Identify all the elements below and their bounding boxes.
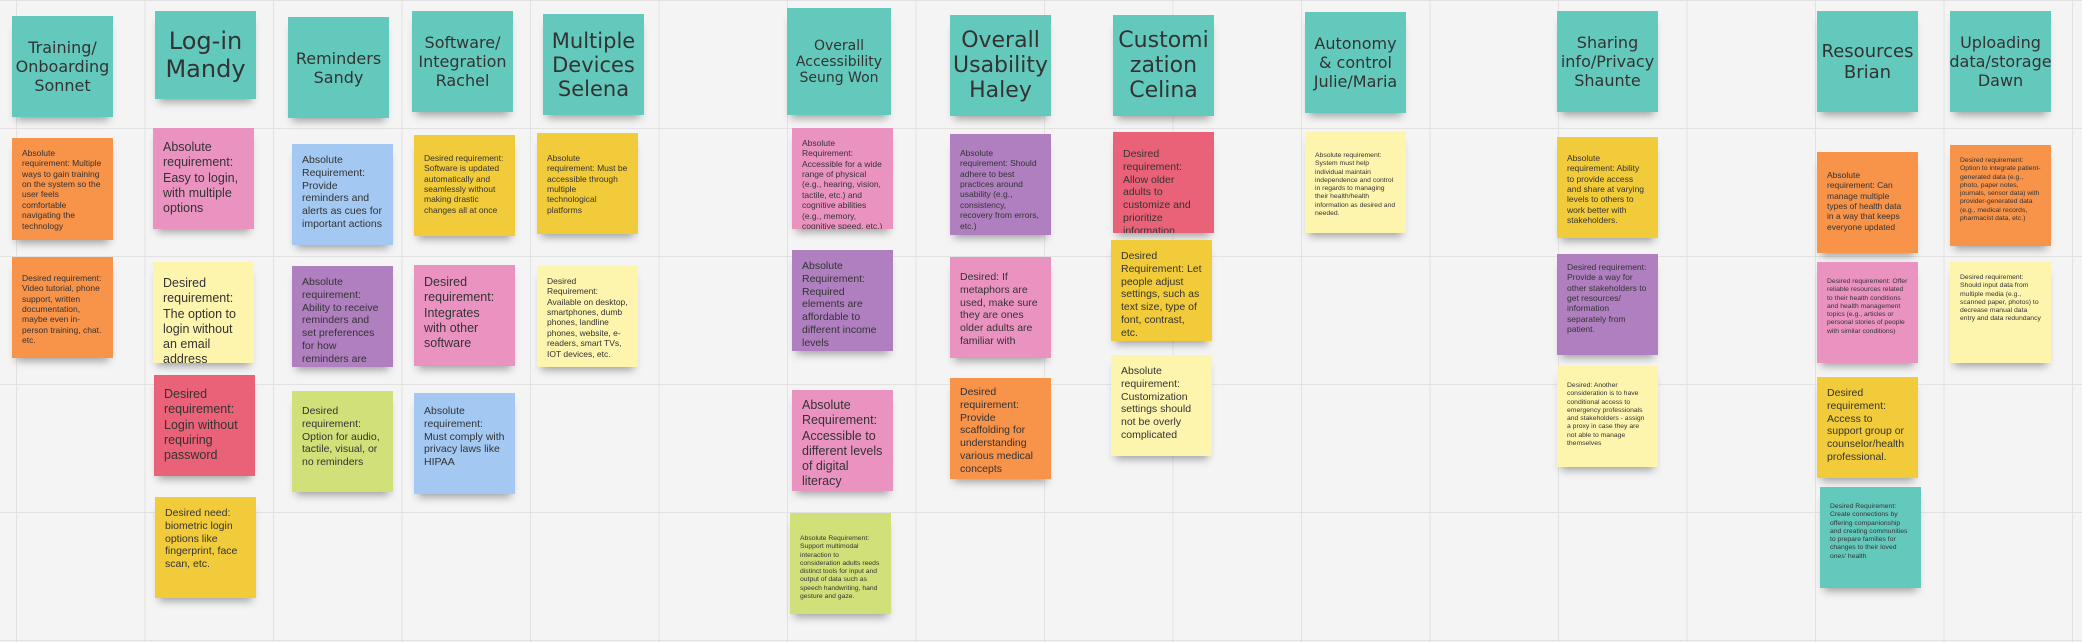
header-label: Customi zation Celina <box>1118 28 1209 103</box>
note-customization-3[interactable]: Absolute requirement: Customization sett… <box>1111 355 1212 456</box>
note-resources-2[interactable]: Desired requirement: Offer reliable reso… <box>1817 262 1918 363</box>
note-login-4[interactable]: Desired need: biometric login options li… <box>155 497 256 598</box>
note-customization-2[interactable]: Desired Requirement: Let people adjust s… <box>1111 240 1212 341</box>
note-uploading-1[interactable]: Desired requirement: Option to integrate… <box>1950 145 2051 246</box>
header-label: Log-in Mandy <box>165 27 246 83</box>
header-label: Autonomy & control Julie/Maria <box>1313 34 1398 91</box>
note-reminders-2[interactable]: Absolute requirement: Ability to receive… <box>292 266 393 367</box>
note-resources-1[interactable]: Absolute requirement: Can manage multipl… <box>1817 152 1918 253</box>
header-uploading-storage[interactable]: Uploading data/storage Dawn <box>1950 11 2051 112</box>
header-reminders[interactable]: Reminders Sandy <box>288 17 389 118</box>
header-overall-accessibility[interactable]: Overall Accessibility Seung Won <box>787 8 891 115</box>
note-accessibility-4[interactable]: Absolute Requirement: Support multimodal… <box>790 513 891 614</box>
note-sharing-2[interactable]: Desired requirement: Provide a way for o… <box>1557 254 1658 355</box>
header-multiple-devices[interactable]: Multiple Devices Selena <box>543 14 644 115</box>
header-label: Overall Usability Haley <box>953 28 1048 103</box>
note-customization-1[interactable]: Desired requirement: Allow older adults … <box>1113 132 1214 233</box>
note-autonomy-1[interactable]: Absolute requirement: System must help i… <box>1305 132 1406 233</box>
header-log-in[interactable]: Log-in Mandy <box>155 11 256 99</box>
note-reminders-1[interactable]: Absolute Requirement: Provide reminders … <box>292 144 393 245</box>
note-software-1[interactable]: Desired requirement: Software is updated… <box>414 135 515 236</box>
note-uploading-2[interactable]: Desired requirement: Should input data f… <box>1950 262 2051 363</box>
header-label: Multiple Devices Selena <box>551 28 636 101</box>
header-label: Resources Brian <box>1821 40 1914 83</box>
note-usability-1[interactable]: Absolute requirement: Should adhere to b… <box>950 134 1051 235</box>
header-label: Software/ Integration Rachel <box>418 33 507 90</box>
header-sharing-privacy[interactable]: Sharing info/Privacy Shaunte <box>1557 11 1658 112</box>
note-devices-2[interactable]: Desired Requirement: Available on deskto… <box>537 266 638 367</box>
note-login-3[interactable]: Desired requirement: Login without requi… <box>154 375 255 476</box>
header-label: Training/ Onboarding Sonnet <box>15 38 110 95</box>
header-autonomy-control[interactable]: Autonomy & control Julie/Maria <box>1305 12 1406 113</box>
note-training-2[interactable]: Desired requirement: Video tutorial, pho… <box>12 257 113 358</box>
note-accessibility-1[interactable]: Absolute Requirement: Accessible for a w… <box>792 128 893 229</box>
note-software-3[interactable]: Absolute requirement: Must comply with p… <box>414 393 515 494</box>
note-resources-4[interactable]: Desired Requirement: Create connections … <box>1820 487 1921 588</box>
note-usability-2[interactable]: Desired: If metaphors are used, make sur… <box>950 257 1051 358</box>
note-software-2[interactable]: Desired requirement: Integrates with oth… <box>414 265 515 366</box>
note-accessibility-2[interactable]: Absolute Requirement: Required elements … <box>792 250 893 351</box>
header-label: Sharing info/Privacy Shaunte <box>1560 33 1655 90</box>
header-label: Overall Accessibility Seung Won <box>795 37 883 86</box>
note-accessibility-3[interactable]: Absolute Requirement: Accessible to diff… <box>792 390 893 491</box>
header-training-onboarding[interactable]: Training/ Onboarding Sonnet <box>12 16 113 117</box>
note-resources-3[interactable]: Desired requirement: Access to support g… <box>1817 377 1918 478</box>
note-training-1[interactable]: Absolute requirement: Multiple ways to g… <box>12 138 113 240</box>
header-label: Uploading data/storage Dawn <box>1950 33 2051 90</box>
note-login-1[interactable]: Absolute requirement: Easy to login, wit… <box>153 128 254 229</box>
header-software-integration[interactable]: Software/ Integration Rachel <box>412 11 513 112</box>
header-overall-usability[interactable]: Overall Usability Haley <box>950 15 1051 116</box>
header-resources[interactable]: Resources Brian <box>1817 11 1918 112</box>
note-sharing-1[interactable]: Absolute requirement: Ability to provide… <box>1557 137 1658 238</box>
header-label: Reminders Sandy <box>295 48 382 87</box>
note-login-2[interactable]: Desired requirement: The option to login… <box>153 262 254 363</box>
note-usability-3[interactable]: Desired requirement: Provide scaffolding… <box>950 378 1051 479</box>
note-devices-1[interactable]: Absolute requirement: Must be accessible… <box>537 133 638 234</box>
note-reminders-3[interactable]: Desired requirement: Option for audio, t… <box>292 391 393 492</box>
header-customization[interactable]: Customi zation Celina <box>1113 15 1214 116</box>
note-sharing-3[interactable]: Desired: Another consideration is to hav… <box>1557 366 1658 467</box>
